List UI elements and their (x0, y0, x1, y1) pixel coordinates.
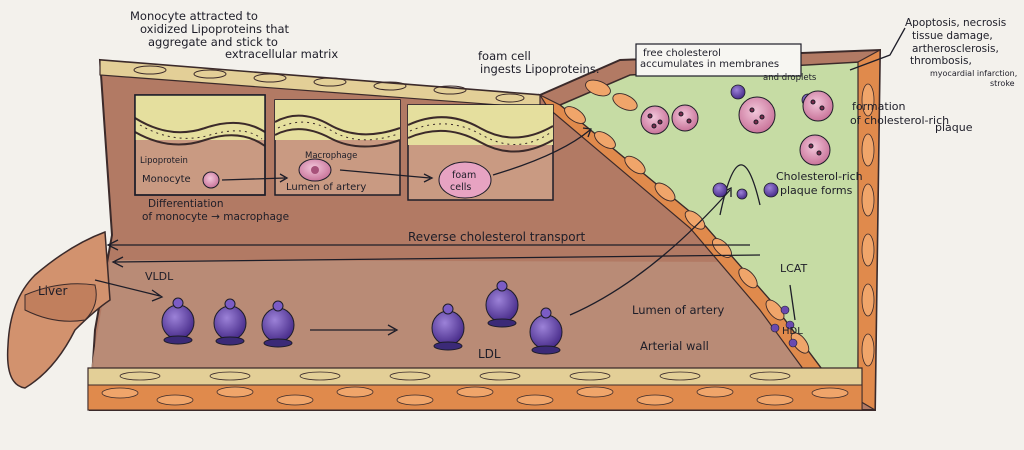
ldl-particles (431, 280, 563, 355)
svg-text:plaque forms: plaque forms (780, 184, 853, 197)
svg-text:Cholesterol-rich: Cholesterol-rich (776, 170, 863, 183)
foam-cell (802, 90, 834, 122)
svg-text:artherosclerosis,: artherosclerosis, (912, 43, 999, 55)
svg-text:myocardial infarction,: myocardial infarction, (930, 69, 1017, 78)
foam-cell (738, 96, 776, 134)
foam-cell (640, 105, 670, 135)
arterial-wall-label: Arterial wall (640, 339, 709, 353)
apoptosis-leader (849, 27, 906, 71)
svg-text:accumulates in membranes: accumulates in membranes (640, 59, 779, 70)
plaque-arc (719, 164, 761, 216)
liver-label: Liver (38, 284, 68, 298)
vldl-particle (261, 300, 295, 348)
svg-text:ingests Lipoproteins.: ingests Lipoproteins. (480, 62, 599, 76)
reverse-transport-label: Reverse cholesterol transport (408, 230, 586, 244)
svg-text:aggregate and stick to: aggregate and stick to (148, 35, 278, 49)
svg-text:stroke: stroke (990, 79, 1015, 88)
reverse-transport-arrow (106, 239, 761, 268)
hdl-label: HDL (782, 326, 803, 337)
vldl-particle (213, 298, 247, 346)
liver-lobe (24, 283, 97, 322)
ldl-particle (431, 303, 465, 351)
svg-text:Apoptosis, necrosis: Apoptosis, necrosis (905, 17, 1006, 29)
lipoprotein-label: Lipoprotein (140, 156, 188, 166)
monocyte-label: Monocyte (142, 174, 191, 185)
apoptosis-label: Apoptosis, necrosis tissue damage, arthe… (905, 17, 1017, 88)
vldl-label: VLDL (145, 270, 174, 283)
plaque-foam-cells (640, 90, 834, 166)
right-wall-cells (861, 83, 875, 367)
bottom-wall-cells (101, 386, 849, 406)
svg-text:cells: cells (450, 182, 471, 193)
svg-text:plaque: plaque (935, 121, 973, 134)
svg-text:foam cell: foam cell (478, 49, 531, 63)
svg-text:of monocyte → macrophage: of monocyte → macrophage (142, 211, 289, 223)
inset-panel-2 (274, 99, 401, 196)
macrophage-label: Macrophage (305, 151, 357, 161)
plaque-forms-label: Cholesterol-rich plaque forms (776, 170, 863, 197)
svg-text:of cholesterol-rich: of cholesterol-rich (850, 114, 949, 127)
ldl-to-plaque-arrow (569, 189, 731, 316)
foam-cell-inset-label: foam cells (450, 170, 476, 193)
vldl-particle (161, 297, 195, 345)
monocyte-attracted-label: Monocyte attracted to oxidized Lipoprote… (130, 9, 338, 61)
free-cholesterol-box (635, 43, 802, 77)
vldl-particles (161, 297, 295, 348)
svg-text:tissue damage,: tissue damage, (912, 30, 993, 42)
svg-text:thrombosis,: thrombosis, (910, 55, 972, 67)
svg-text:free cholesterol: free cholesterol (643, 48, 721, 59)
foam-cell (799, 134, 831, 166)
foam-cell-ingests-label: foam cell ingests Lipoproteins. (478, 49, 599, 76)
diagonal-cells (564, 79, 810, 354)
foam-cell (671, 104, 699, 132)
lcat-label: LCAT (780, 262, 807, 275)
ldl-particle (485, 280, 519, 328)
svg-text:formation: formation (852, 100, 905, 113)
inset-panel-3 (407, 104, 554, 201)
intima-cells (119, 371, 791, 381)
ldl-particle (529, 307, 563, 355)
formation-plaque-label: formation of cholesterol-rich plaque (850, 100, 973, 134)
top-endothelial-cells (133, 65, 525, 103)
differentiation-label: Differentiation of monocyte → macrophage (142, 198, 289, 223)
lumen-of-artery-label: Lumen of artery (632, 303, 725, 317)
inset-panel-1 (134, 94, 266, 196)
lcat-arrow (789, 284, 796, 321)
vldl-arrow (94, 279, 164, 302)
svg-text:foam: foam (452, 170, 476, 181)
svg-text:Differentiation: Differentiation (148, 198, 223, 210)
media-layer (87, 384, 863, 411)
svg-text:Monocyte attracted to: Monocyte attracted to (130, 9, 258, 23)
free-cholesterol-label: free cholesterol accumulates in membrane… (640, 48, 817, 83)
ldl-label: LDL (478, 347, 501, 361)
inset-arrows (221, 127, 592, 183)
inset-lumen-label: Lumen of artery (286, 182, 366, 193)
svg-text:extracellular matrix: extracellular matrix (225, 47, 338, 61)
hdl-particles (770, 305, 798, 348)
svg-text:oxidized Lipoproteins that: oxidized Lipoproteins that (140, 22, 290, 36)
svg-text:and droplets: and droplets (763, 73, 817, 83)
vldl-to-ldl-arrow (310, 324, 399, 336)
